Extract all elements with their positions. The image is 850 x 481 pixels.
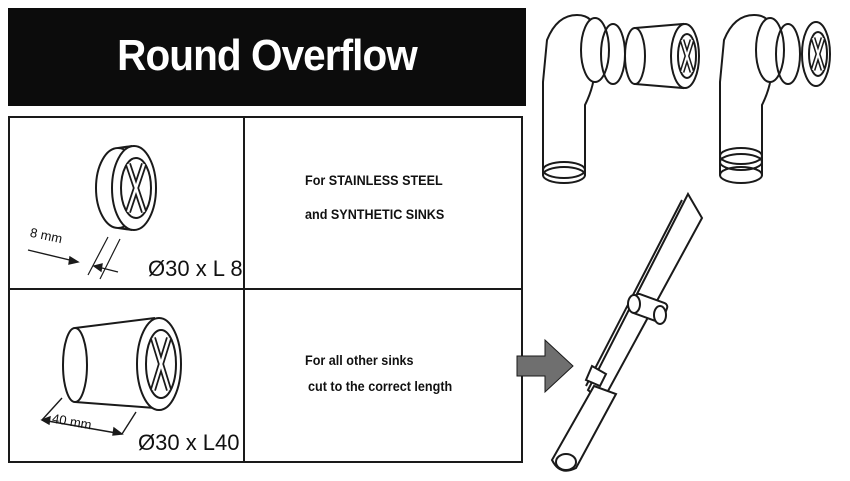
arrow-right-icon [516,338,574,394]
measure-line-40mm [40,397,137,436]
dimension-label-short: Ø30 x L 8 [148,256,243,281]
description-line: and SYNTHETIC SINKS [305,206,445,222]
measure-arrow-8mm [27,249,119,273]
short-overflow-ring-icon [87,145,157,280]
title-banner: Round Overflow [8,8,526,106]
description-line: For all other sinks [305,352,414,368]
dimension-label-long: Ø30 x L40 [138,430,240,455]
spec-table: 8 mm Ø30 x L 8 For STAINLESS STEEL and S… [8,116,523,463]
long-overflow-tube-icon [62,317,182,411]
page-title: Round Overflow [117,31,418,80]
column-divider [243,118,245,461]
elbow-assembly-exploded-icon [542,13,700,184]
elbow-assembly-assembled-icon [719,13,831,184]
description-line: For STAINLESS STEEL [305,172,443,188]
hacksaw-icon [550,191,704,472]
description-line: cut to the correct length [308,378,453,394]
row-divider [10,288,521,290]
